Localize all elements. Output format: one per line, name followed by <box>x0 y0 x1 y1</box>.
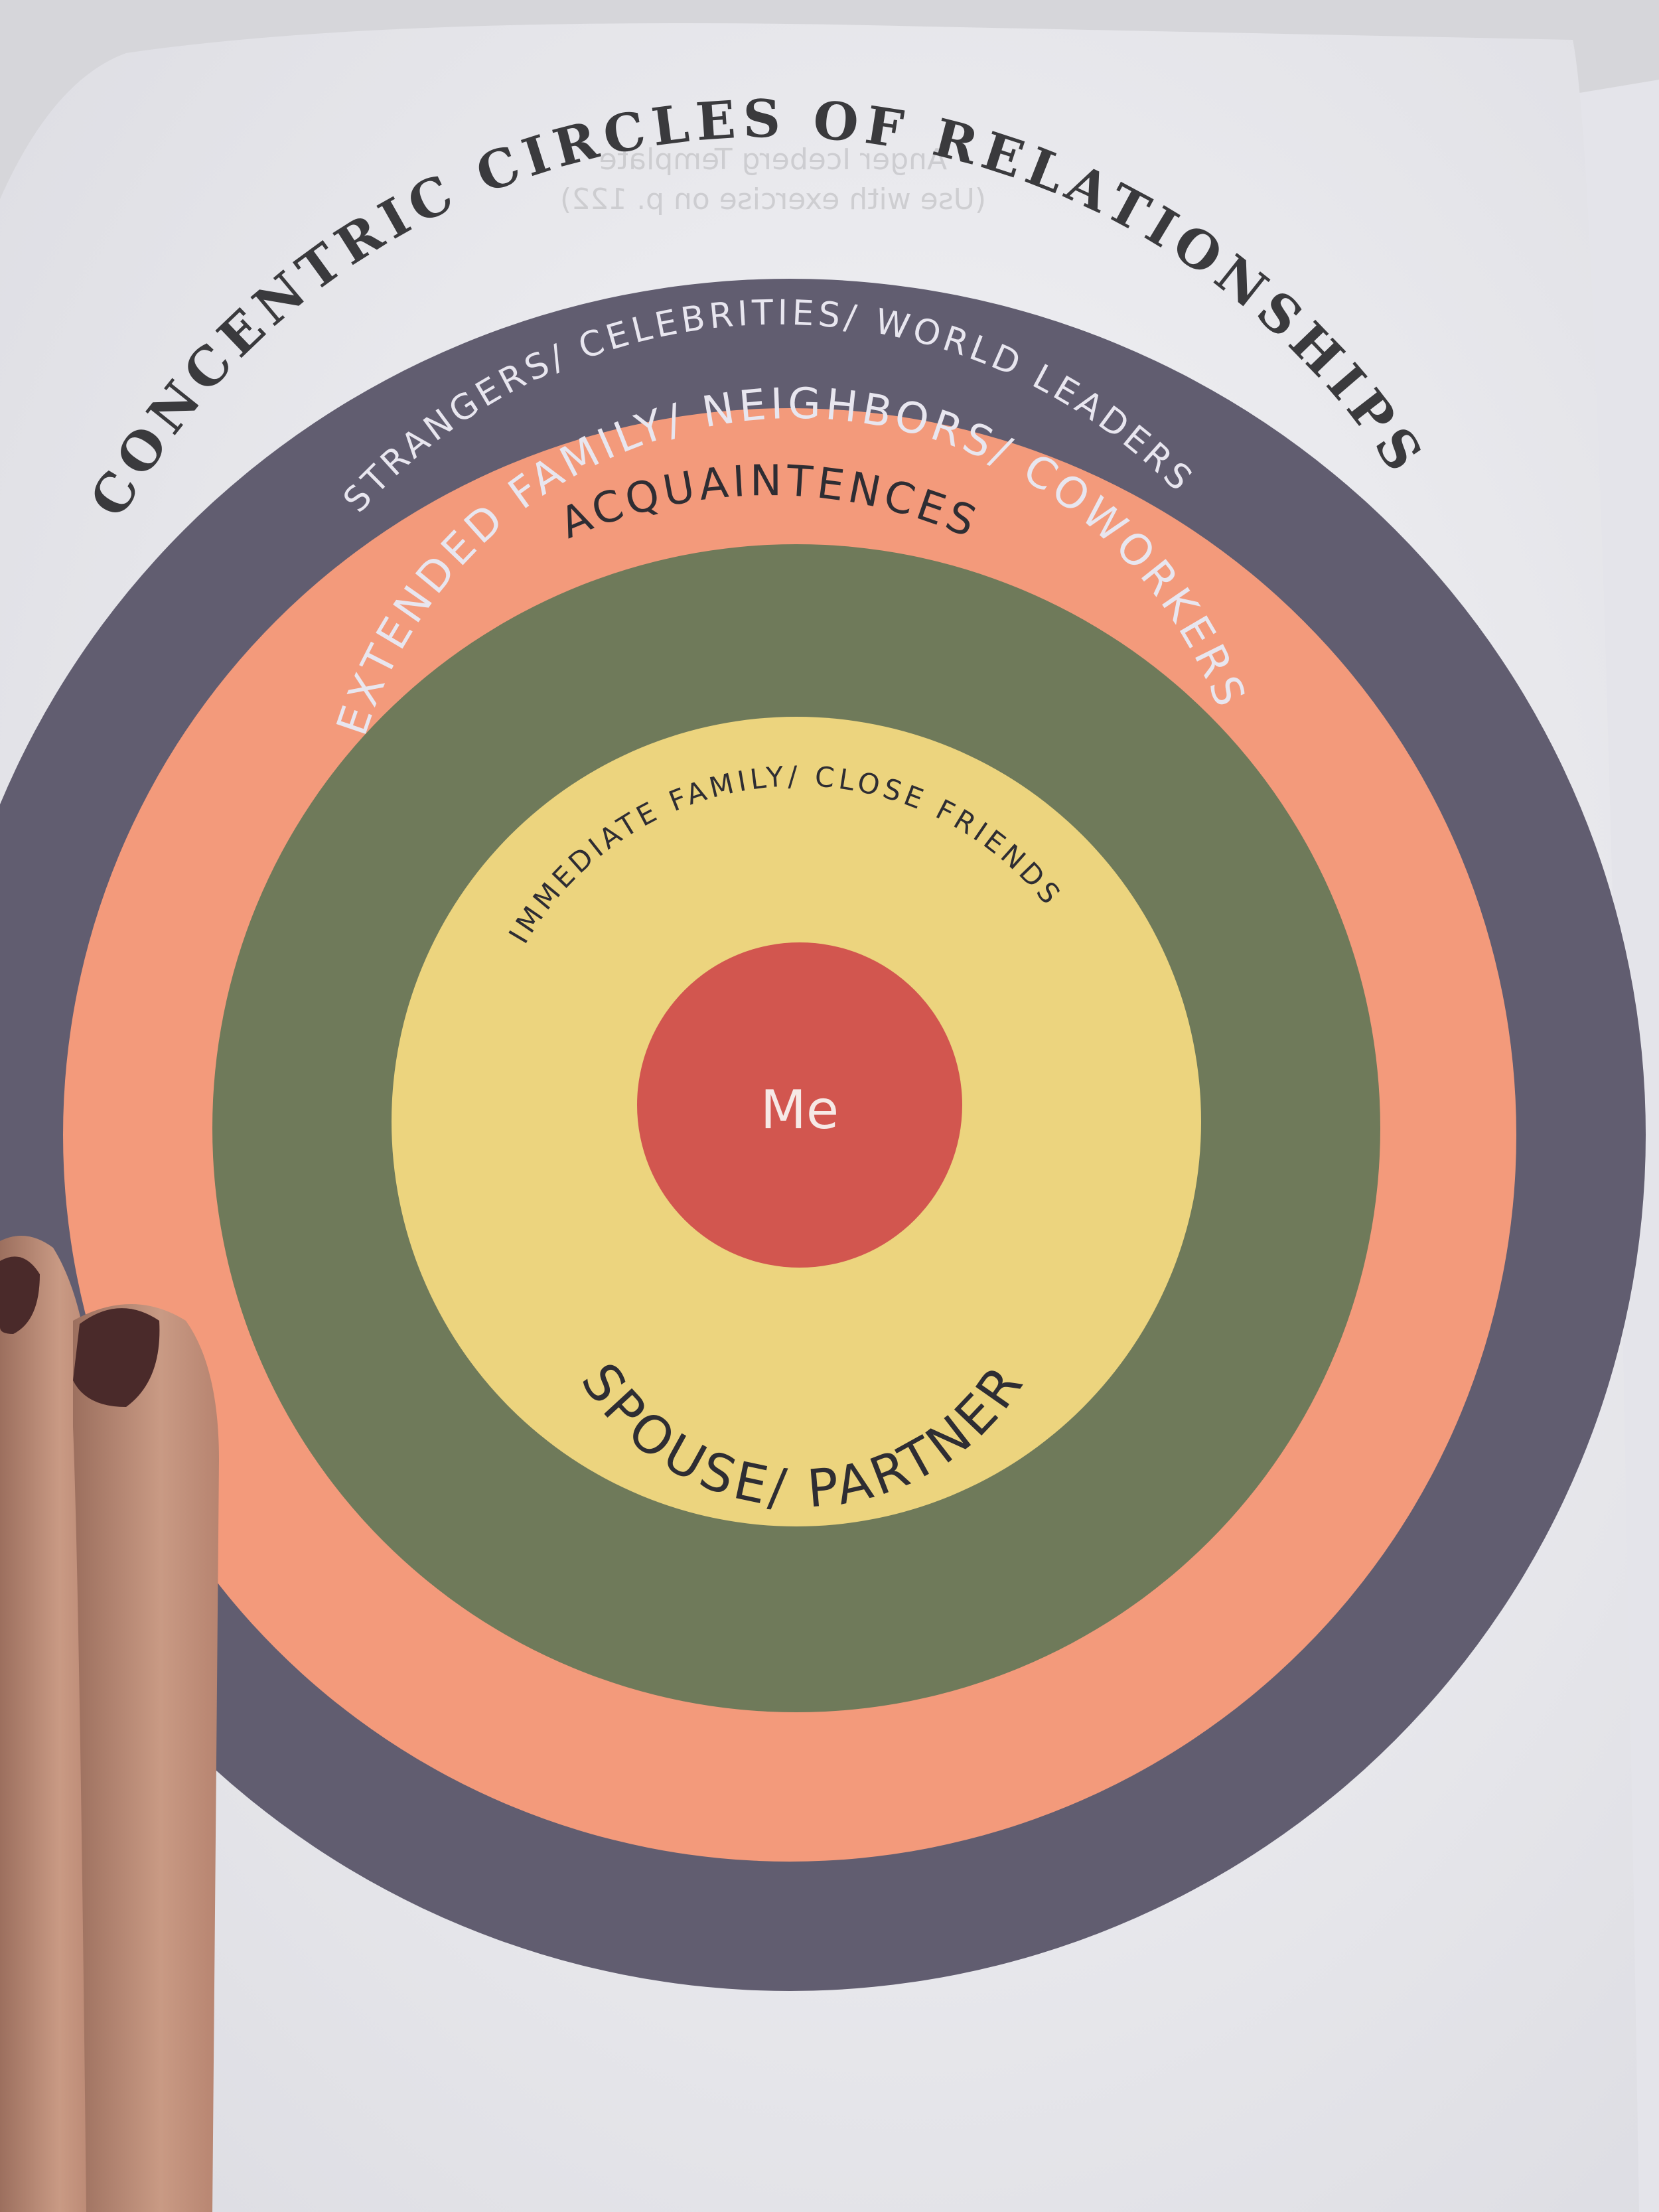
fingernail-right <box>73 1308 160 1407</box>
bleed-line-1: Anger Iceberg Template <box>599 143 947 177</box>
index-finger <box>73 1304 219 2212</box>
hand <box>0 1236 219 2212</box>
center-circle-me <box>637 942 962 1268</box>
center-label-me: Me <box>760 1079 839 1141</box>
concentric-circles-diagram <box>0 279 1646 1991</box>
fingernail-left <box>0 1256 40 1334</box>
thumb-finger <box>0 1236 100 2212</box>
bleed-through-text: Anger Iceberg Template (Use with exercis… <box>560 143 986 216</box>
bleed-line-2: (Use with exercise on p. 122) <box>560 183 986 216</box>
